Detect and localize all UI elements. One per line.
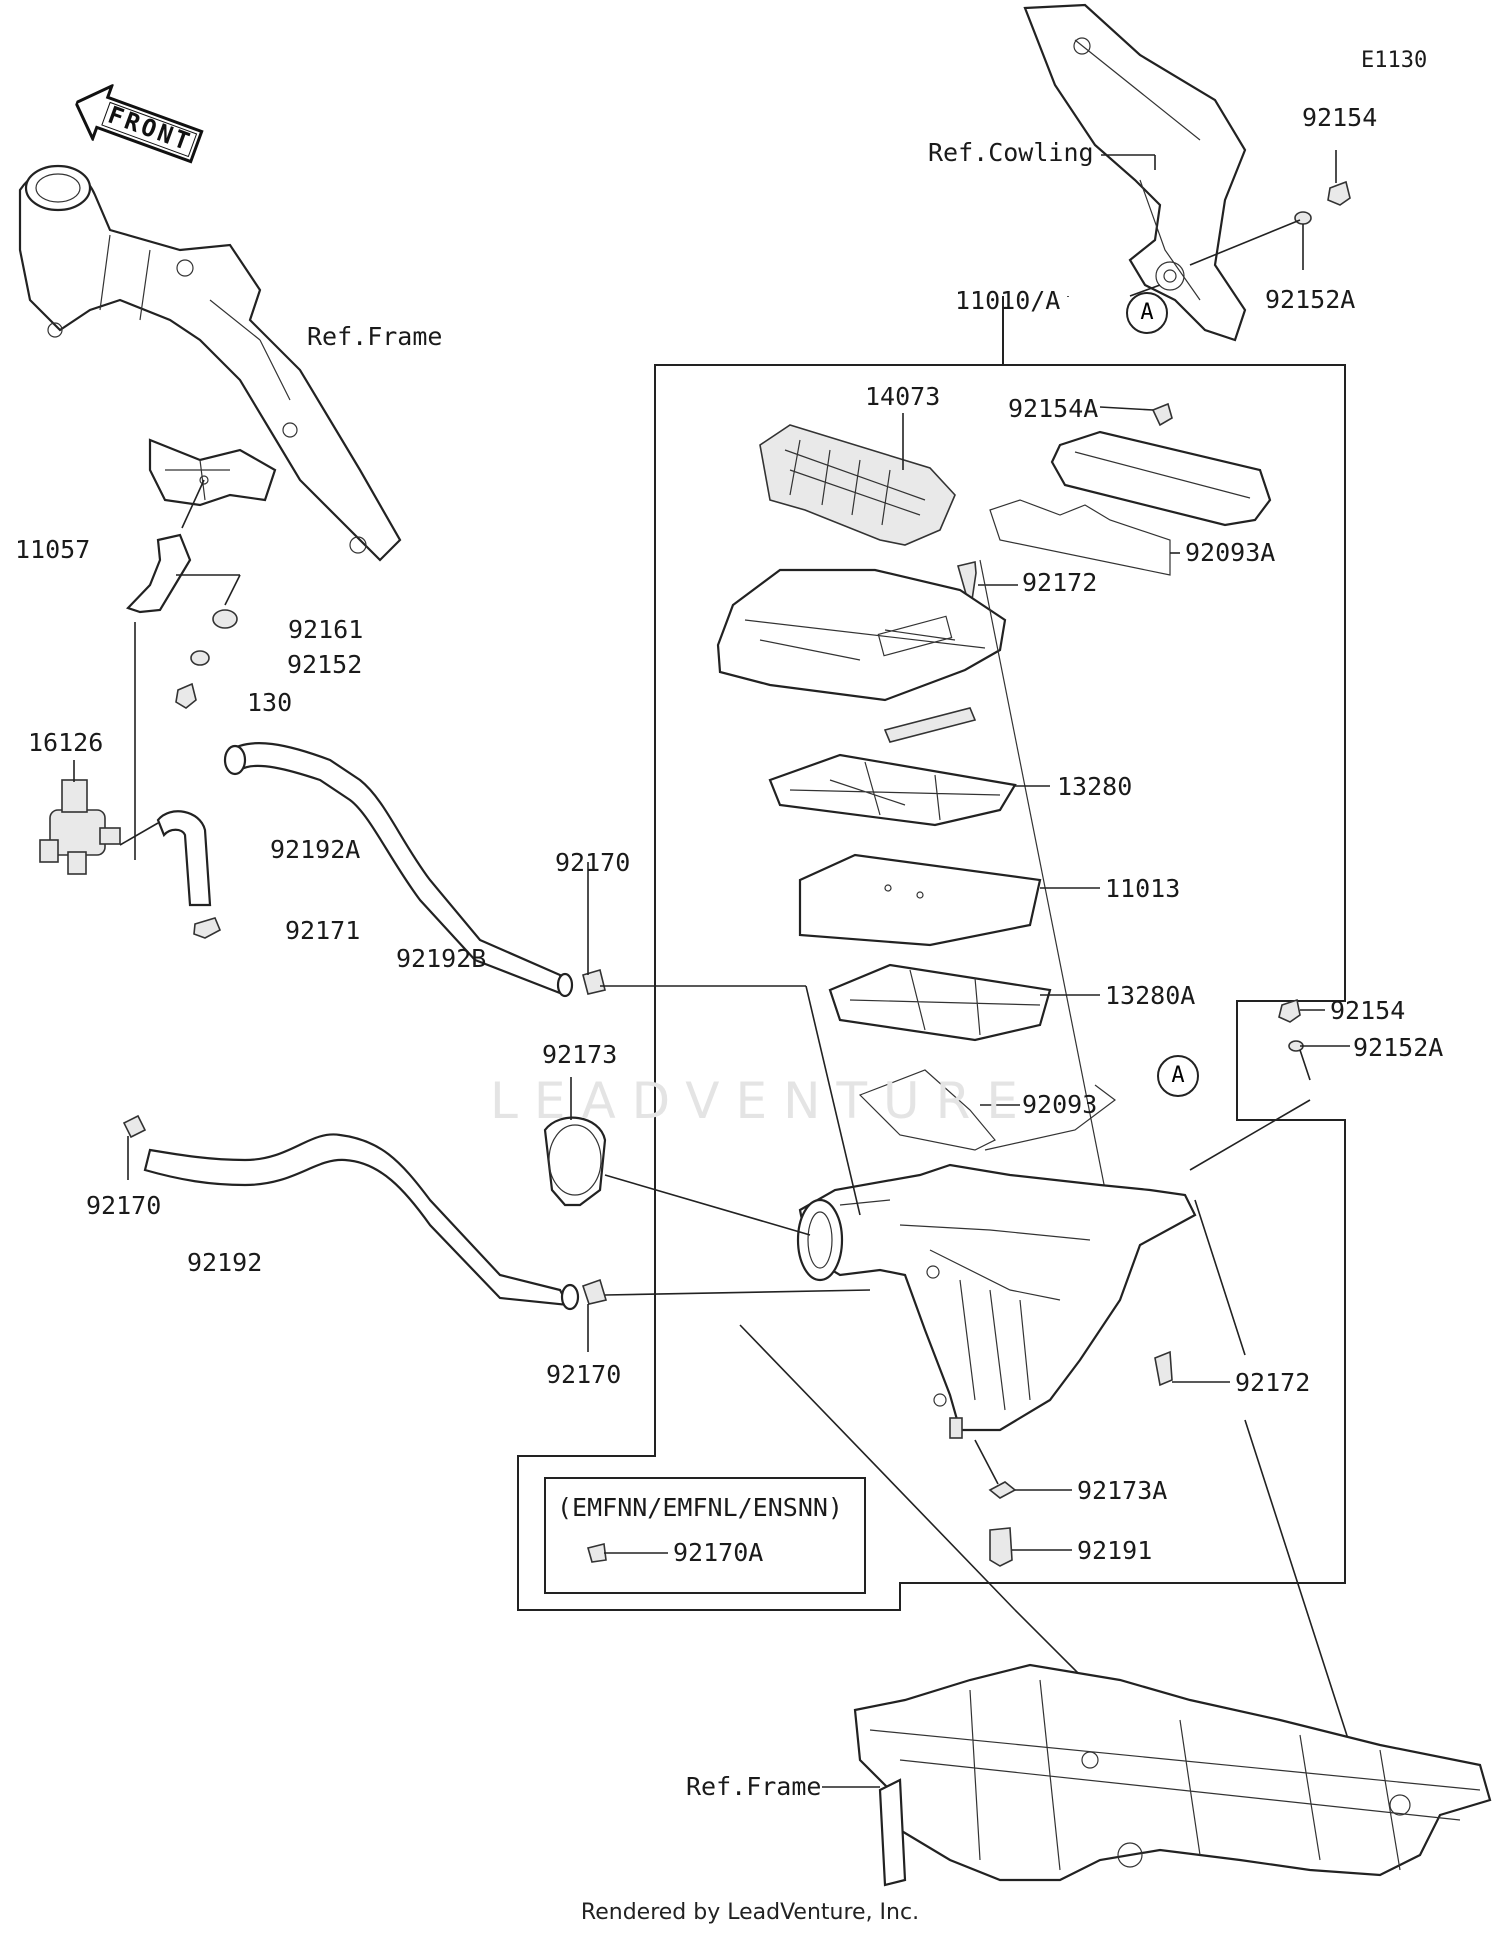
label-92093A: 92093A [1185, 538, 1276, 567]
part-16126-valve [39, 779, 121, 875]
label-ref-frame-bottom: Ref.Frame [686, 1772, 822, 1801]
label-92191: 92191 [1077, 1536, 1153, 1565]
variant-box [544, 1477, 866, 1594]
part-92170-clamp-lower [581, 1278, 608, 1305]
part-92154-bolt-right [1278, 998, 1301, 1023]
label-13280A: 13280A [1105, 981, 1196, 1010]
label-92152A-top: 92152A [1265, 285, 1356, 314]
cowling-ref [1023, 3, 1247, 342]
label-92192B: 92192B [396, 944, 487, 973]
part-92154A-bolt [1151, 402, 1173, 427]
part-92154-bolt-top [1327, 180, 1351, 206]
part-92191-drain-plug [989, 1527, 1013, 1567]
part-92192-hose [143, 1133, 570, 1307]
part-13280-filter-frame [768, 753, 1017, 827]
part-lower-airbox [796, 1163, 1197, 1439]
label-92192: 92192 [187, 1248, 263, 1277]
label-92170-upper: 92170 [555, 848, 631, 877]
label-130: 130 [247, 688, 293, 717]
footer-credit: Rendered by LeadVenture, Inc. [580, 1900, 920, 1925]
label-92172-bottom: 92172 [1235, 1368, 1311, 1397]
label-92154-right: 92154 [1330, 996, 1406, 1025]
label-92171: 92171 [285, 916, 361, 945]
watermark: LEADVENTURE [490, 1072, 1034, 1130]
frame-front-top-left [18, 164, 402, 562]
assembly-box-11010A [517, 296, 1346, 1611]
callout-marker-a-top: A [1126, 292, 1168, 334]
part-92152A-washer-top [1294, 211, 1312, 225]
label-ref-cowling: Ref.Cowling [928, 138, 1094, 167]
frame-bracket [148, 438, 277, 507]
part-130-bolt [175, 682, 197, 709]
label-14073: 14073 [865, 382, 941, 411]
frame-rear-bottom [853, 1663, 1492, 1887]
label-ref-frame-top: Ref.Frame [307, 322, 443, 351]
label-92152: 92152 [287, 650, 363, 679]
part-92152-washer [190, 650, 210, 666]
part-92170-clamp-left [122, 1114, 147, 1139]
label-92173A: 92173A [1077, 1476, 1168, 1505]
front-arrow-icon [73, 83, 204, 164]
part-retainer-strip [883, 707, 977, 743]
part-upper-housing [716, 568, 1007, 702]
label-92093: 92093 [1022, 1090, 1098, 1119]
variant-note: (EMFNN/EMFNL/ENSNN) [557, 1493, 843, 1522]
label-11057: 11057 [15, 535, 91, 564]
part-11057-bracket [126, 533, 192, 614]
part-92170A-clip [587, 1543, 607, 1563]
part-92172-screw-bottom [1154, 1350, 1173, 1387]
part-92170-clamp-upper [582, 968, 606, 995]
part-92192A-hose [156, 810, 212, 907]
callout-marker-a-right: A [1157, 1055, 1199, 1097]
front-arrow: FRONT [66, 75, 209, 176]
label-92172-top: 92172 [1022, 568, 1098, 597]
part-14073-intake-duct [759, 424, 956, 546]
part-92173A-clamp [988, 1481, 1017, 1499]
part-92171-clamp [193, 917, 222, 939]
label-92154A: 92154A [1008, 394, 1099, 423]
label-92152A-right: 92152A [1353, 1033, 1444, 1062]
label-92170-lower: 92170 [546, 1360, 622, 1389]
label-13280: 13280 [1057, 772, 1133, 801]
label-92170-left: 92170 [86, 1191, 162, 1220]
part-92093-seal-wire [858, 1069, 996, 1151]
label-16126: 16126 [28, 728, 104, 757]
label-11010A: 11010/A [955, 286, 1061, 315]
label-92173: 92173 [542, 1040, 618, 1069]
part-92093A-seal [989, 499, 1171, 576]
diagram-code: E1130 [1361, 48, 1428, 73]
part-cover-plate [1050, 430, 1272, 527]
label-92170A: 92170A [673, 1538, 764, 1567]
part-11013-filter-element [798, 853, 1042, 947]
part-92173-band-clamp [543, 1116, 607, 1207]
label-11013: 11013 [1105, 874, 1181, 903]
part-92161-grommet [212, 609, 238, 629]
label-92154-top: 92154 [1302, 103, 1378, 132]
label-92161: 92161 [288, 615, 364, 644]
label-92192A: 92192A [270, 835, 361, 864]
